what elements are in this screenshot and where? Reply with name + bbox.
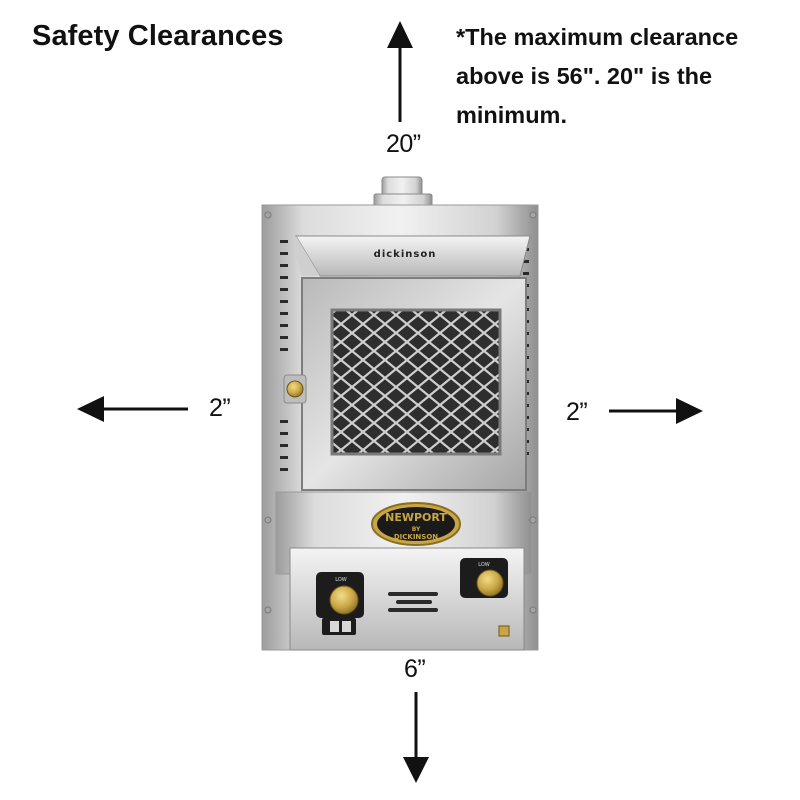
badge-line-1: NEWPORT bbox=[385, 511, 447, 524]
badge-line-3: DICKINSON bbox=[394, 533, 438, 541]
clearance-left-label: 2” bbox=[209, 394, 231, 422]
heater-image bbox=[261, 176, 539, 651]
knob-label-left: LOW bbox=[335, 577, 347, 583]
knob-label-right: LOW bbox=[478, 562, 490, 568]
page-title: Safety Clearances bbox=[32, 20, 284, 52]
arrow-right-icon bbox=[609, 398, 703, 424]
badge-line-2: BY bbox=[412, 526, 421, 533]
brand-label: dickinson bbox=[374, 249, 437, 260]
clearance-top-label: 20” bbox=[386, 130, 421, 158]
arrow-up-icon bbox=[387, 21, 413, 122]
arrow-left-icon bbox=[77, 396, 188, 422]
clearance-note: *The maximum clearance above is 56". 20"… bbox=[456, 24, 739, 128]
clearance-bottom-label: 6” bbox=[404, 655, 426, 683]
clearance-right-label: 2” bbox=[566, 398, 588, 426]
arrow-down-icon bbox=[403, 692, 429, 783]
